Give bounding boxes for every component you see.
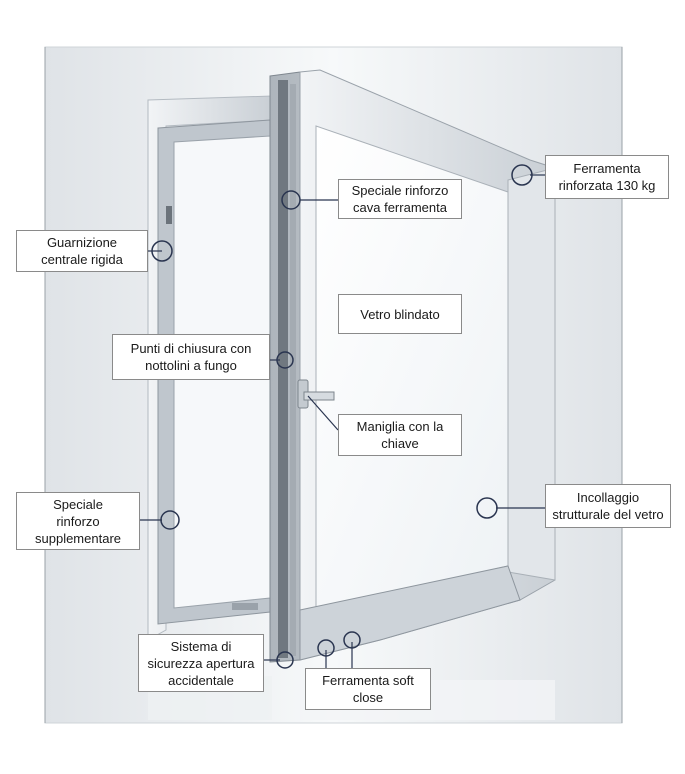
sash-right-jamb [507,167,556,581]
callout-circle-rinforzo-supp [160,510,180,530]
fixed-frame-lock [166,206,172,224]
callout-circle-rinforzo-cava [281,190,301,210]
callout-circle-ferramenta-rinforzata [511,164,533,186]
label-speciale-rinforzo-supp: Speciale rinforzo supplementare [16,492,140,550]
label-sistema-sicurezza: Sistema di sicurezza apertura accidental… [138,634,264,692]
handle-lever [303,391,335,401]
label-vetro-blindato: Vetro blindato [338,294,462,334]
hardware-strip-inner [290,84,296,656]
callout-circle-sistema [276,651,294,669]
label-ferramenta-soft: Ferramenta soft close [305,668,431,710]
callout-circle-punti-chiusura [276,351,294,369]
callout-circle-incollaggio [476,497,498,519]
callout-circle-soft-close-1 [317,639,335,657]
label-guarnizione: Guarnizione centrale rigida [16,230,148,272]
callout-circle-guarnizione [151,240,173,262]
label-ferramenta-rinforzata: Ferramenta rinforzata 130 kg [545,155,669,199]
label-speciale-rinforzo-cava: Speciale rinforzo cava ferramenta [338,179,462,219]
hardware-strip [278,80,288,658]
label-punti-chiusura: Punti di chiusura con nottolini a fungo [112,334,270,380]
label-incollaggio: Incollaggio strutturale del vetro [545,484,671,528]
label-maniglia: Maniglia con la chiave [338,414,462,456]
callout-line-maniglia [307,395,339,431]
fixed-frame-hinge [232,603,258,610]
callout-circle-soft-close-2 [343,631,361,649]
sash-bottom-rail [299,565,521,661]
